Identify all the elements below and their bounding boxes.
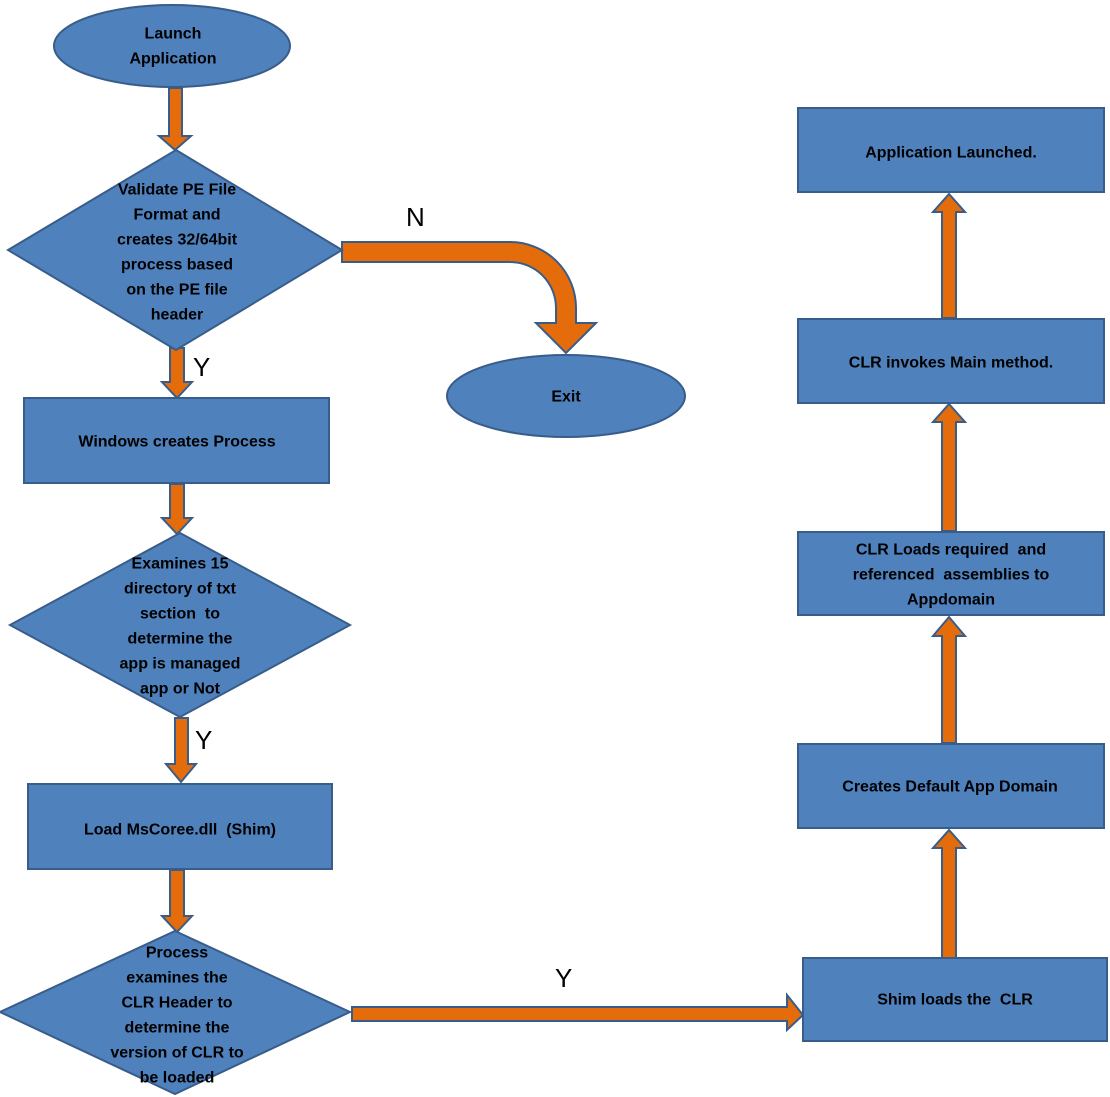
node-text-line: Creates Default App Domain — [842, 779, 1057, 796]
arrow-clr-loads-to-main — [930, 402, 968, 532]
node-text-line: Application Launched. — [865, 145, 1037, 162]
node-text-line: header — [151, 307, 203, 324]
node-text-line: CLR Loads required and — [856, 542, 1046, 559]
arrow-launch-to-validate — [156, 87, 194, 152]
node-text-line: CLR Header to — [121, 995, 232, 1012]
examines-directory-decision — [7, 531, 353, 719]
load-mscoree-text: Load MsCoree.dll (Shim) — [84, 822, 276, 839]
node-text-line: CLR invokes Main method. — [849, 355, 1053, 372]
windows-creates-process-text: Windows creates Process — [78, 434, 275, 451]
label-examines-yes: Y — [195, 725, 212, 755]
label-validate-yes: Y — [193, 352, 210, 382]
arrow-windows-to-examines — [159, 483, 195, 536]
exit-text: Exit — [551, 389, 581, 406]
node-text-line: referenced assemblies to — [853, 567, 1050, 584]
node-text-line: app is managed — [120, 656, 241, 673]
clr-loads-assemblies-box — [797, 531, 1105, 616]
nodes — [0, 4, 1108, 1096]
shim-loads-clr-text: Shim loads the CLR — [877, 992, 1033, 1009]
shim-loads-clr-box — [802, 957, 1108, 1042]
node-text-line: directory of txt — [124, 581, 237, 598]
node-text-line: be loaded — [140, 1070, 215, 1087]
application-launched-box — [797, 107, 1105, 193]
node-text-line: Load MsCoree.dll (Shim) — [84, 822, 276, 839]
node-text-line: creates 32/64bit — [117, 232, 238, 249]
node-text-line: examines the — [126, 970, 227, 987]
node-text-line: Launch — [145, 26, 202, 43]
arrow-load-to-process — [159, 869, 195, 934]
connectors — [156, 87, 968, 1033]
windows-creates-process-box — [23, 397, 330, 484]
node-text-line: determine the — [125, 1020, 230, 1037]
arrow-main-to-launched — [930, 192, 968, 319]
node-text-line: version of CLR to — [110, 1045, 244, 1062]
node-text-line: Shim loads the CLR — [877, 992, 1033, 1009]
exit-terminator — [446, 354, 686, 438]
node-text-line: Process — [146, 945, 208, 962]
default-app-domain-box — [797, 743, 1105, 829]
node-text-line: Application — [129, 51, 216, 68]
examines-directory-text: Examines 15 directory of txt section to det… — [120, 556, 241, 698]
label-process-yes: Y — [555, 963, 572, 993]
clr-loads-assemblies-text: CLR Loads required and referenced assembl… — [853, 542, 1050, 609]
node-text-line: process based — [121, 257, 233, 274]
arrow-validate-to-windows — [159, 347, 195, 400]
clr-invokes-main-text: CLR invokes Main method. — [849, 355, 1053, 372]
process-examines-clr-decision — [0, 929, 353, 1096]
node-text-line: app or Not — [140, 681, 221, 698]
node-text-line: Examines 15 — [132, 556, 229, 573]
arrow-process-to-shim — [351, 992, 805, 1033]
validate-pe-decision — [6, 148, 344, 352]
node-text-line: Exit — [551, 389, 581, 406]
load-mscoree-box — [27, 783, 333, 870]
launch-application-terminator — [53, 4, 291, 88]
arrow-shim-to-default-domain — [930, 828, 968, 959]
node-text-line: Appdomain — [907, 592, 995, 609]
node-text-line: determine the — [128, 631, 233, 648]
arrow-validate-to-exit — [341, 241, 599, 355]
label-validate-no: N — [406, 202, 425, 232]
node-text-line: on the PE file — [126, 282, 227, 299]
clr-invokes-main-box — [797, 318, 1105, 404]
node-text-line: Format and — [133, 207, 220, 224]
arrow-default-domain-to-clr-loads — [930, 615, 968, 744]
node-text-line: Windows creates Process — [78, 434, 275, 451]
edge-labels: N Y Y Y — [193, 202, 572, 993]
node-text-line: section to — [140, 606, 220, 623]
default-app-domain-text: Creates Default App Domain — [842, 779, 1057, 796]
node-text-line: Validate PE File — [118, 182, 236, 199]
arrow-examines-to-load — [163, 717, 199, 784]
application-launched-text: Application Launched. — [865, 145, 1037, 162]
